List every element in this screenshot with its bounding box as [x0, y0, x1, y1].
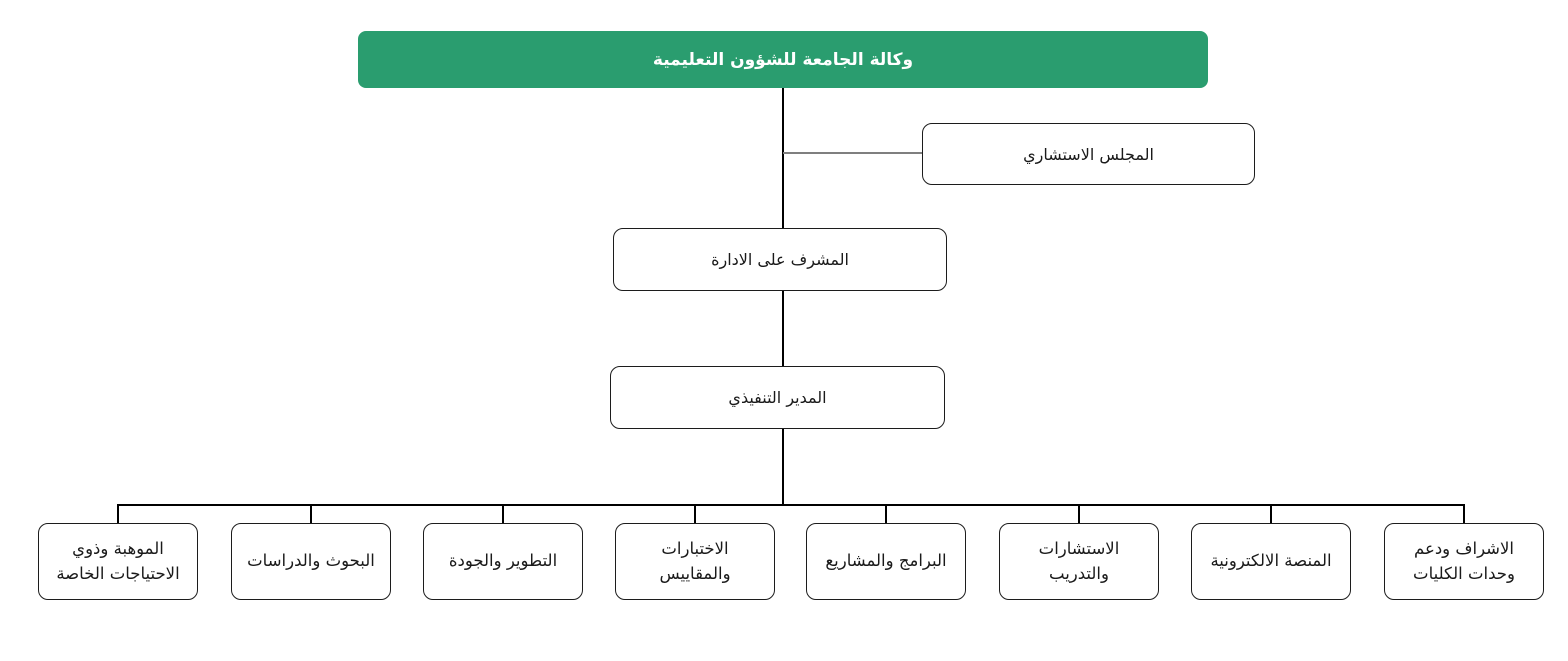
- node-dept-tests-measures: الاختبارات والمقاييس: [615, 523, 775, 600]
- node-dept-consulting-training: الاستشارات والتدريب: [999, 523, 1159, 600]
- connector-stub-tests: [694, 505, 696, 523]
- node-dept-electronic-platform-label: المنصة الالكترونية: [1210, 551, 1332, 571]
- node-dept-development-quality-label: التطوير والجودة: [448, 551, 558, 571]
- connector-stub-programs: [885, 505, 887, 523]
- node-administration-supervisor-label: المشرف على الادارة: [711, 250, 849, 269]
- node-dept-programs-projects: البرامج والمشاريع: [806, 523, 966, 600]
- node-dept-development-quality: التطوير والجودة: [423, 523, 583, 600]
- connector-root-to-supervisor: [782, 88, 784, 228]
- connector-departments-bus: [117, 504, 1465, 506]
- node-dept-research-studies: البحوث والدراسات: [231, 523, 391, 600]
- node-dept-college-units-support: الاشراف ودعم وحدات الكليات: [1384, 523, 1544, 600]
- node-dept-talent-special-needs-label: الموهبة وذوي الاحتياجات الخاصة: [56, 538, 180, 583]
- connector-stub-research: [310, 505, 312, 523]
- node-advisory-council: المجلس الاستشاري: [922, 123, 1255, 185]
- node-dept-research-studies-label: البحوث والدراسات: [247, 551, 375, 571]
- node-dept-talent-special-needs: الموهبة وذوي الاحتياجات الخاصة: [38, 523, 198, 600]
- node-dept-college-units-support-label: الاشراف ودعم وحدات الكليات: [1413, 538, 1515, 583]
- node-dept-consulting-training-label: الاستشارات والتدريب: [1038, 538, 1120, 583]
- connector-stub-supervision: [1463, 505, 1465, 523]
- node-executive-director-label: المدير التنفيذي: [728, 388, 827, 407]
- node-dept-tests-measures-label: الاختبارات والمقاييس: [659, 538, 731, 583]
- connector-stub-consulting: [1078, 505, 1080, 523]
- connector-advisory-branch: [783, 152, 922, 154]
- node-root-agency-label: وكالة الجامعة للشؤون التعليمية: [652, 49, 914, 70]
- connector-executive-to-bus: [782, 429, 784, 506]
- connector-stub-talent: [117, 505, 119, 523]
- connector-stub-platform: [1270, 505, 1272, 523]
- node-root-agency: وكالة الجامعة للشؤون التعليمية: [358, 31, 1208, 88]
- node-executive-director: المدير التنفيذي: [610, 366, 945, 429]
- connector-stub-development: [502, 505, 504, 523]
- node-administration-supervisor: المشرف على الادارة: [613, 228, 947, 291]
- node-advisory-council-label: المجلس الاستشاري: [1023, 144, 1154, 164]
- node-dept-electronic-platform: المنصة الالكترونية: [1191, 523, 1351, 600]
- node-dept-programs-projects-label: البرامج والمشاريع: [825, 551, 947, 571]
- connector-supervisor-to-executive: [782, 291, 784, 366]
